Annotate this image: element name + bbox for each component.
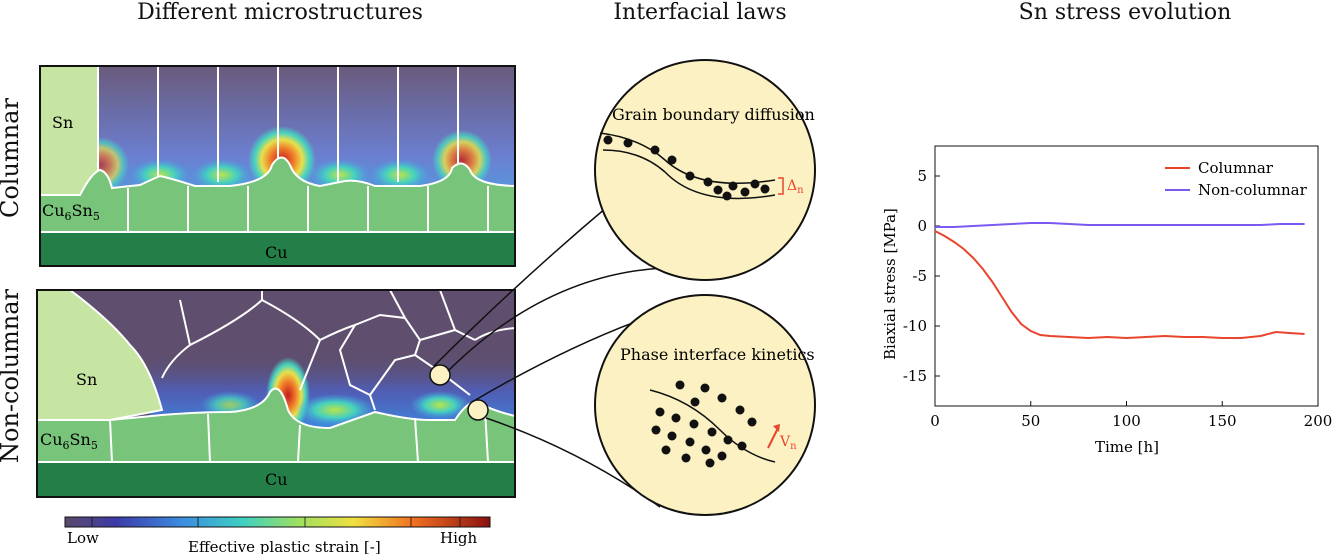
grain-boundary-diffusion-inset: Grain boundary diffusion Δn: [594, 59, 816, 281]
columnar-panel-frame: [39, 65, 516, 267]
strain-colorbar: Low High Effective plastic strain [-]: [64, 516, 491, 554]
title-stress-evolution: Sn stress evolution: [1018, 0, 1232, 25]
legend-label-columnar: Columnar: [1198, 159, 1274, 177]
label-imc-bottom: Cu6Sn5: [40, 430, 98, 452]
label-imc-top: Cu6Sn5: [42, 201, 100, 223]
x-tick-label: 100: [1112, 412, 1141, 430]
columnar-microstructure-panel: [40, 66, 515, 266]
zoom-marker-phase-interface: [467, 399, 489, 421]
x-axis-label: Time [h]: [1095, 438, 1159, 456]
y-tick-label: 5: [917, 167, 927, 185]
x-tick-label: 50: [1021, 412, 1040, 430]
title-microstructures: Different microstructures: [137, 0, 423, 25]
legend-label-non-columnar: Non-columnar: [1198, 181, 1308, 199]
colorbar-low-label: Low: [67, 529, 99, 547]
interface-atoms: [651, 380, 757, 468]
series-line-columnar: [934, 230, 1305, 340]
colorbar-high-label: High: [440, 529, 477, 547]
y-tick-label: -5: [912, 267, 927, 285]
x-tick-label: 150: [1208, 412, 1237, 430]
title-interfacial-laws: Interfacial laws: [613, 0, 787, 25]
label-cu-top: Cu: [265, 243, 288, 262]
v-n-symbol: Vn: [779, 434, 797, 452]
non-columnar-microstructure-panel: [37, 290, 515, 497]
phase-interface-kinetics-inset: Phase interface kinetics Vn: [594, 294, 816, 516]
chart-legend: Columnar Non-columnar: [1165, 159, 1308, 199]
delta-n-symbol: Δn: [787, 178, 804, 196]
y-tick-label: -15: [903, 367, 927, 385]
label-cu-bottom: Cu: [265, 470, 288, 489]
gb-diffusion-title: Grain boundary diffusion: [612, 105, 815, 124]
phase-kinetics-title: Phase interface kinetics: [620, 345, 815, 364]
non-columnar-panel-frame: [36, 289, 516, 498]
label-sn-top: Sn: [52, 113, 73, 132]
diffusing-atoms: [603, 135, 770, 201]
y-tick-label: 0: [917, 217, 927, 235]
x-tick-label: 200: [1304, 412, 1333, 430]
series-line-non-columnar: [935, 222, 1305, 228]
y-tick-label: -10: [903, 317, 927, 335]
y-axis-label: Biaxial stress [MPa]: [881, 208, 899, 360]
x-tick-label: 0: [930, 412, 940, 430]
label-sn-bottom: Sn: [76, 370, 97, 389]
zoom-marker-grain-boundary: [429, 364, 451, 386]
colorbar-title: Effective plastic strain [-]: [188, 538, 381, 554]
